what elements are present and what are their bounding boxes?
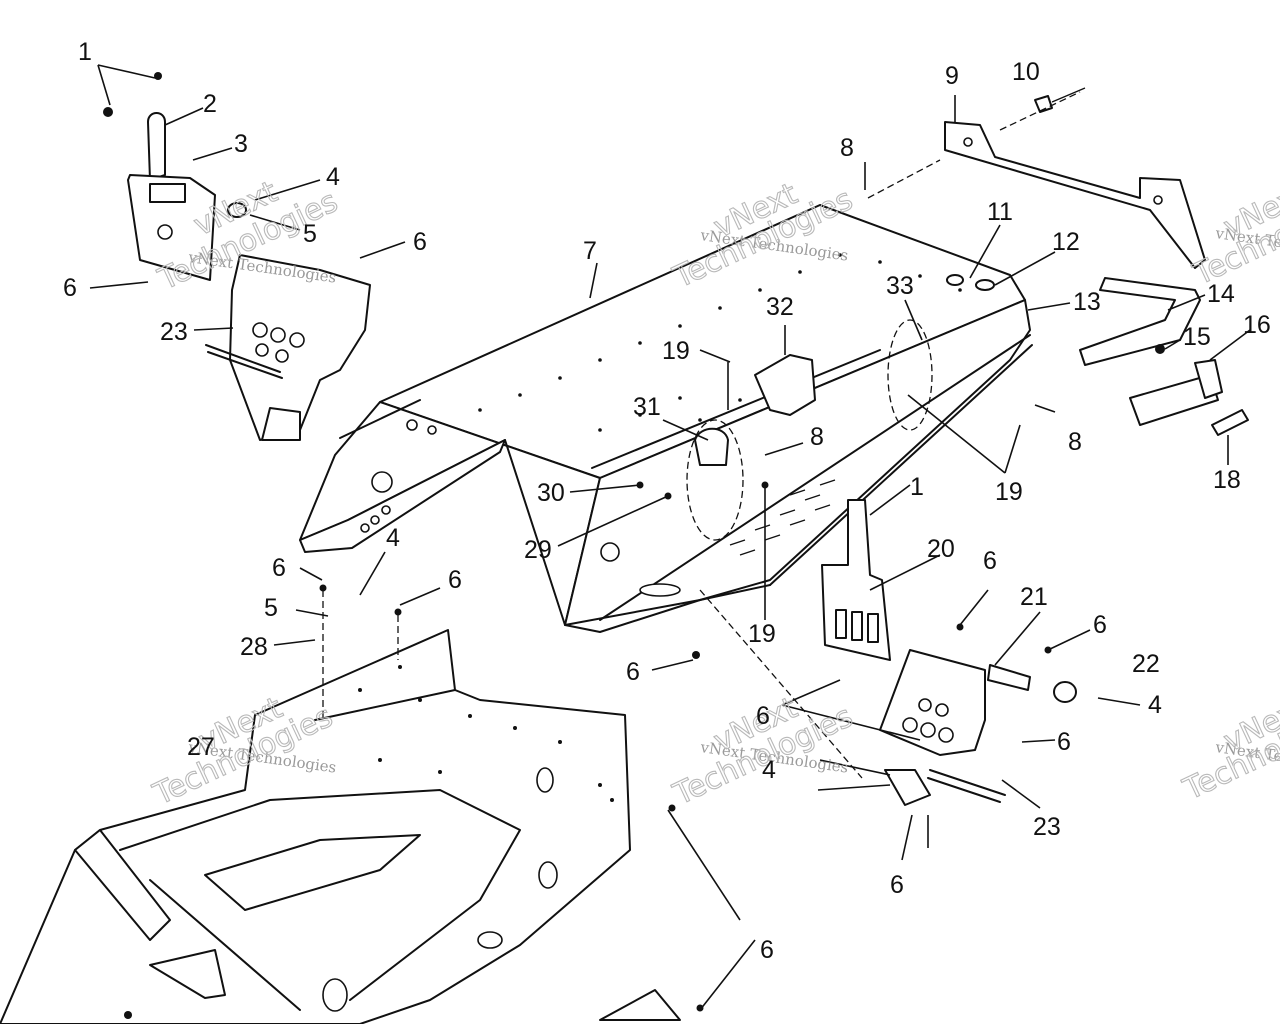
callout-4: 4 xyxy=(762,756,776,784)
callout-8: 8 xyxy=(840,134,854,162)
lower-right-bracket-assembly xyxy=(821,499,1077,806)
callout-16: 16 xyxy=(1243,311,1271,339)
callout-1: 1 xyxy=(910,473,924,501)
callout-6: 6 xyxy=(983,547,997,575)
callout-21: 21 xyxy=(1020,583,1048,611)
callout-27: 27 xyxy=(187,733,215,761)
callout-labels: 1 2 3 4 5 6 6 23 7 8 9 10 11 12 13 14 15… xyxy=(63,38,1271,964)
vent-slots xyxy=(729,479,836,556)
callout-10: 10 xyxy=(1012,58,1040,86)
callout-22: 22 xyxy=(1132,650,1160,678)
callout-5: 5 xyxy=(303,220,317,248)
upper-left-bracket-assembly xyxy=(103,72,371,441)
frame-rivets xyxy=(358,665,614,802)
callout-20: 20 xyxy=(927,535,955,563)
callout-6: 6 xyxy=(756,702,770,730)
callout-6: 6 xyxy=(272,554,286,582)
callout-6: 6 xyxy=(626,658,640,686)
callout-5: 5 xyxy=(264,594,278,622)
callout-7: 7 xyxy=(583,237,597,265)
chassis-tunnel xyxy=(299,204,1033,633)
callout-1: 1 xyxy=(78,38,92,66)
callout-12: 12 xyxy=(1052,228,1080,256)
callout-19: 19 xyxy=(748,620,776,648)
callout-32: 32 xyxy=(766,293,794,321)
callout-9: 9 xyxy=(945,62,959,90)
callout-6: 6 xyxy=(1093,611,1107,639)
top-plate-rivets xyxy=(478,253,962,432)
callout-30: 30 xyxy=(537,479,565,507)
callout-13: 13 xyxy=(1073,288,1101,316)
callout-14: 14 xyxy=(1207,280,1235,308)
callout-3: 3 xyxy=(234,130,248,158)
leader-lines xyxy=(89,64,1251,1019)
callout-6: 6 xyxy=(63,274,77,302)
callout-19: 19 xyxy=(995,478,1023,506)
callout-2: 2 xyxy=(203,90,217,118)
callout-15: 15 xyxy=(1183,323,1211,351)
callout-8: 8 xyxy=(810,423,824,451)
callout-6: 6 xyxy=(448,566,462,594)
callout-33: 33 xyxy=(886,272,914,300)
callout-6: 6 xyxy=(890,871,904,899)
callout-29: 29 xyxy=(524,536,552,564)
lower-front-frame xyxy=(0,629,681,1024)
callout-23: 23 xyxy=(160,318,188,346)
callout-31: 31 xyxy=(633,393,661,421)
callout-8: 8 xyxy=(1068,428,1082,456)
callout-23: 23 xyxy=(1033,813,1061,841)
callout-4: 4 xyxy=(386,524,400,552)
callout-4: 4 xyxy=(326,163,340,191)
callout-28: 28 xyxy=(240,633,268,661)
callout-4: 4 xyxy=(1148,691,1162,719)
callout-18: 18 xyxy=(1213,466,1241,494)
callout-6: 6 xyxy=(413,228,427,256)
callout-6: 6 xyxy=(1057,728,1071,756)
upper-right-plate-assembly xyxy=(944,87,1249,436)
callout-6: 6 xyxy=(760,936,774,964)
callout-11: 11 xyxy=(987,198,1013,226)
callout-19: 19 xyxy=(662,337,690,365)
